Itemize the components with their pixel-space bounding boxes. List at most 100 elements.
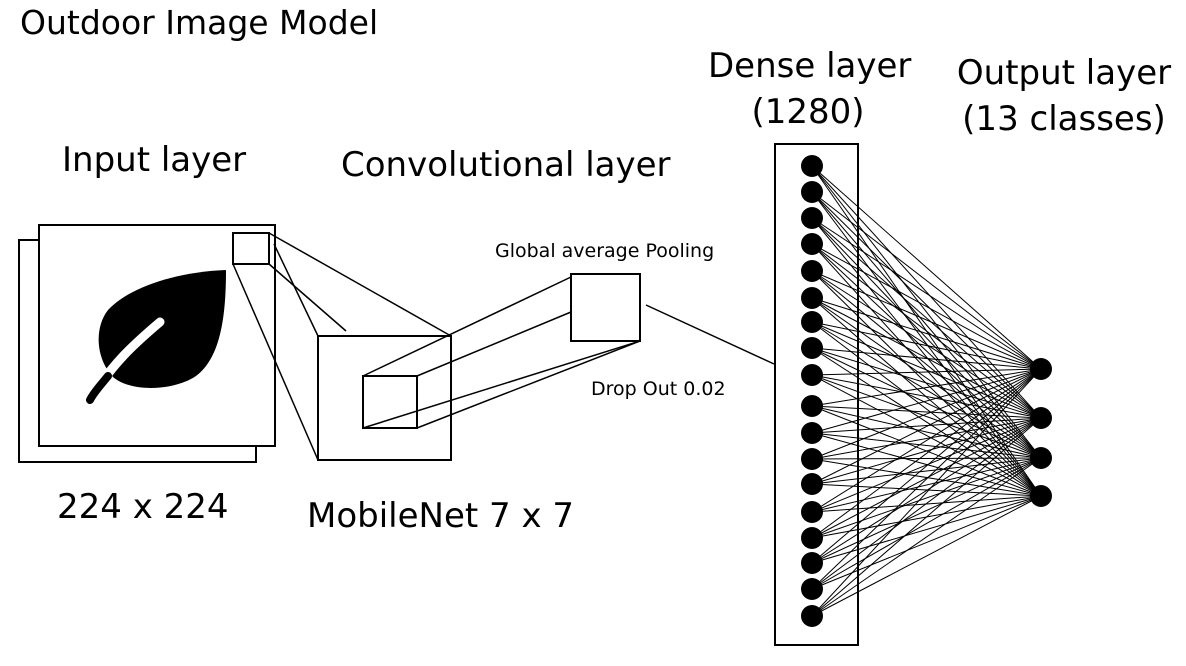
dense-node xyxy=(801,260,823,282)
dense-layer-frame xyxy=(774,143,859,646)
connection-line xyxy=(811,417,1042,617)
connection-line xyxy=(811,417,1042,460)
pooling-box xyxy=(570,273,641,342)
output-node xyxy=(1030,407,1052,429)
dense-layer-label-line1: Dense layer xyxy=(708,46,912,86)
connection-line xyxy=(811,347,1042,370)
diagram-title: Outdoor Image Model xyxy=(20,3,379,42)
output-nodes xyxy=(1030,358,1052,507)
output-layer-label-line2: (13 classes) xyxy=(962,98,1166,139)
connection-line xyxy=(811,243,1042,370)
conv-layer-label: Convolutional layer xyxy=(341,145,671,185)
connection-line xyxy=(811,368,1042,460)
mobilenet-label: MobileNet 7 x 7 xyxy=(307,496,575,536)
projection-line xyxy=(416,311,572,377)
connection-line xyxy=(811,270,1042,459)
dense-node xyxy=(801,422,823,444)
projection-lines xyxy=(232,232,775,461)
connection-line xyxy=(811,217,1042,419)
connection-line xyxy=(811,165,1042,459)
connection-line xyxy=(811,495,1042,617)
connection-line xyxy=(811,457,1042,460)
dense-nodes xyxy=(801,155,823,627)
connection-line xyxy=(811,368,1042,485)
connection-line xyxy=(811,321,1042,459)
connection-line xyxy=(811,417,1042,485)
connection-line xyxy=(811,243,1042,459)
projection-line xyxy=(268,232,452,337)
dropout-label: Drop Out 0.02 xyxy=(591,378,726,400)
connection-line xyxy=(811,368,1042,376)
output-node xyxy=(1030,485,1052,507)
leaf-icon xyxy=(86,270,226,404)
dense-layer-label-line2: (1280) xyxy=(751,91,865,132)
projection-line xyxy=(416,340,641,429)
connection-line xyxy=(811,374,1042,459)
connection-line xyxy=(811,368,1042,513)
output-node xyxy=(1030,358,1052,380)
input-layer-label: Input layer xyxy=(62,140,247,180)
connection-line xyxy=(811,368,1042,617)
pooling-label: Global average Pooling xyxy=(495,240,715,262)
projection-line xyxy=(273,243,319,337)
projection-line xyxy=(232,263,319,461)
connection-line xyxy=(811,191,1042,459)
connection-line xyxy=(811,417,1042,434)
projection-line xyxy=(645,304,775,365)
dense-node xyxy=(801,155,823,177)
connection-line xyxy=(811,495,1042,564)
connection-line xyxy=(811,191,1042,419)
connection-line xyxy=(811,417,1042,564)
connection-line xyxy=(811,368,1042,564)
dense-node xyxy=(801,578,823,600)
dense-node xyxy=(801,364,823,386)
connection-line xyxy=(811,368,1042,407)
dense-node xyxy=(801,207,823,229)
connection-line xyxy=(811,405,1042,419)
conv-feature-map xyxy=(317,335,452,461)
dense-layer-label: Dense layer (1280) xyxy=(708,44,912,136)
dense-node xyxy=(801,287,823,309)
projection-line xyxy=(362,340,641,429)
connection-line xyxy=(811,417,1042,539)
projection-line xyxy=(362,276,572,377)
connection-line xyxy=(811,217,1042,459)
connection-line xyxy=(811,297,1042,370)
connection-line xyxy=(811,297,1042,459)
output-layer-label: Output layer (13 classes) xyxy=(950,51,1178,143)
connection-line xyxy=(811,217,1042,370)
connection-line xyxy=(811,457,1042,590)
dense-node xyxy=(801,605,823,627)
connection-line xyxy=(811,457,1042,564)
connection-line xyxy=(811,457,1042,539)
connection-line xyxy=(811,368,1042,539)
connection-line xyxy=(811,191,1042,370)
output-layer-label-line1: Output layer xyxy=(956,53,1172,93)
connection-line xyxy=(811,457,1042,485)
connection-line xyxy=(811,368,1042,590)
projection-line xyxy=(268,263,347,332)
dense-node xyxy=(801,552,823,574)
connection-line xyxy=(811,270,1042,419)
connection-line xyxy=(811,165,1042,370)
connection-line xyxy=(811,457,1042,513)
dense-node xyxy=(801,527,823,549)
conv-kernel-box xyxy=(362,375,418,429)
dense-node xyxy=(801,311,823,333)
dense-node xyxy=(801,233,823,255)
connection-line xyxy=(811,432,1042,459)
dense-node xyxy=(801,181,823,203)
input-size-label: 224 x 224 xyxy=(57,487,229,527)
connection-line xyxy=(811,495,1042,590)
connection-line xyxy=(811,165,1042,419)
connection-line xyxy=(811,405,1042,459)
connection-line xyxy=(811,243,1042,419)
connection-line xyxy=(811,270,1042,370)
connection-line xyxy=(811,321,1042,370)
dense-node xyxy=(801,395,823,417)
dense-node xyxy=(801,448,823,470)
dense-node xyxy=(801,337,823,359)
output-node xyxy=(1030,447,1052,469)
connection-line xyxy=(811,457,1042,617)
